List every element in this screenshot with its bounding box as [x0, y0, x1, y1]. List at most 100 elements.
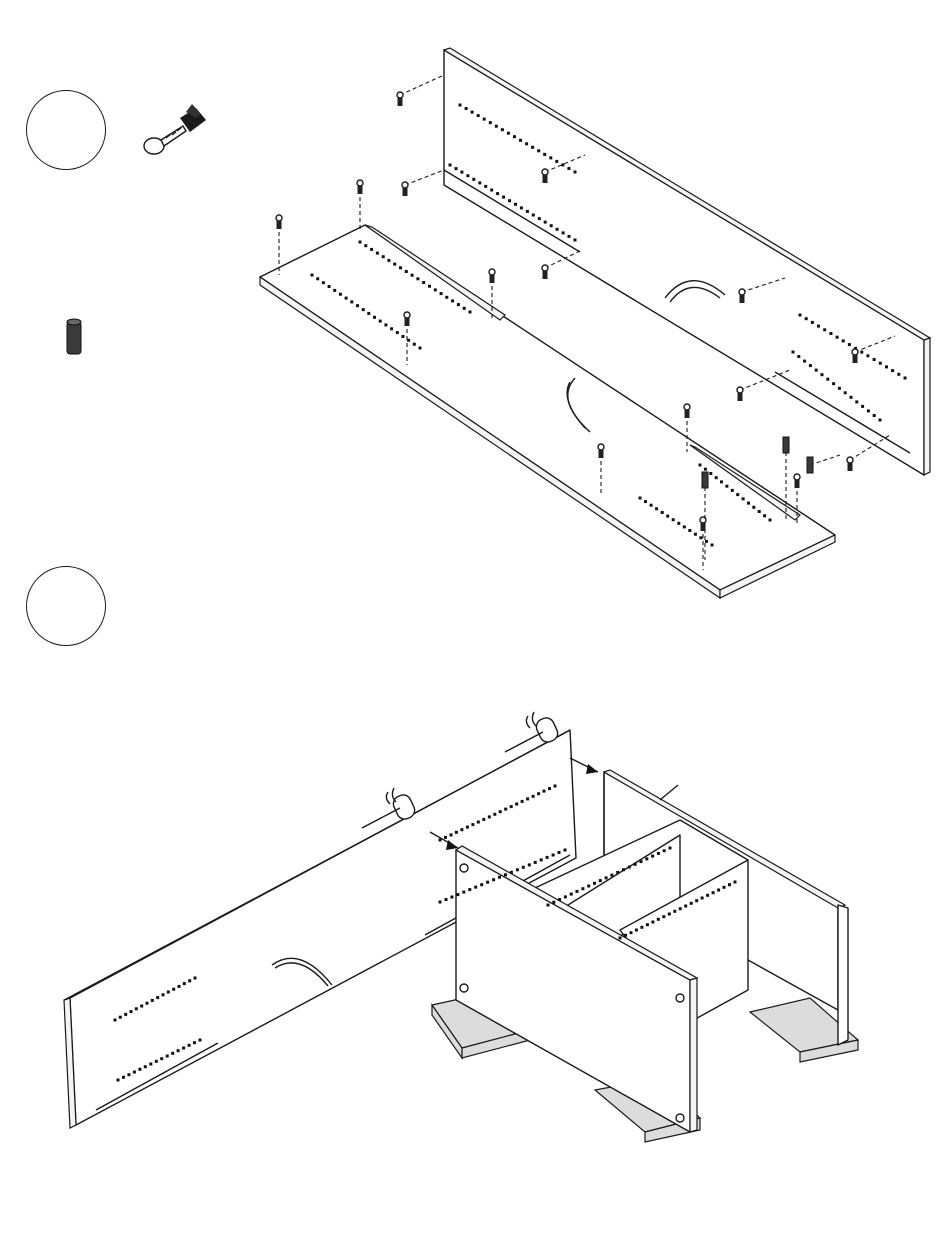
shelf-pin-hole — [534, 861, 537, 864]
shelf-pin-hole — [450, 896, 453, 899]
shelf-pin-hole — [177, 1049, 180, 1052]
shelf-pin-hole — [526, 797, 529, 800]
shelf-pin-hole — [599, 879, 602, 882]
shelf-pin-hole — [474, 886, 477, 889]
shelf-pin-hole — [193, 1041, 196, 1044]
shelf-pin-hole — [486, 881, 489, 884]
shelf-pin-hole — [532, 795, 535, 798]
shelf-pin-hole — [471, 823, 474, 826]
shelf-pin-hole — [444, 836, 447, 839]
shelf-pin-hole — [450, 833, 453, 836]
shelf-pin-hole — [616, 871, 619, 874]
shelf-pin-hole — [570, 893, 573, 896]
shelf-pin-hole — [645, 857, 648, 860]
shelf-pin-hole — [166, 1055, 169, 1058]
shelf-pin-hole — [183, 982, 186, 985]
shelf-pin-hole — [160, 1057, 163, 1060]
shelf-pin-hole — [662, 915, 665, 918]
shelf-pin-hole — [657, 852, 660, 855]
shelf-pin-hole — [564, 895, 567, 898]
shelf-pin-hole — [504, 808, 507, 811]
shelf-pin-hole — [540, 858, 543, 861]
shelf-pin-hole — [114, 1019, 117, 1022]
shelf-pin-hole — [122, 1076, 125, 1079]
shelf-pin-hole — [717, 889, 720, 892]
shelf-pin-hole — [576, 890, 579, 893]
shelf-pin-hole — [622, 868, 625, 871]
shelf-pin-hole — [462, 891, 465, 894]
shelf-pin-hole — [135, 1007, 138, 1010]
shelf-pin-hole — [146, 1002, 149, 1005]
shelf-pin-hole — [127, 1073, 130, 1076]
shelf-pin-hole — [635, 929, 638, 932]
shelf-pin-hole — [657, 918, 660, 921]
shelf-pin-hole — [199, 1039, 202, 1042]
shelf-pin-hole — [492, 878, 495, 881]
shelf-pin-hole — [554, 785, 557, 788]
shelf-pin-hole — [668, 913, 671, 916]
shelf-pin-hole — [548, 787, 551, 790]
shelf-pin-hole — [706, 894, 709, 897]
shelf-pin-hole — [488, 815, 491, 818]
shelf-pin-hole — [651, 921, 654, 924]
shelf-pin-hole — [130, 1010, 133, 1013]
shelf-pin-hole — [178, 985, 181, 988]
shelf-pin-hole — [628, 866, 631, 869]
shelf-pin-hole — [439, 901, 442, 904]
shelf-pin-hole — [468, 888, 471, 891]
shelf-pin-hole — [610, 874, 613, 877]
shelf-pin-hole — [521, 800, 524, 803]
shelf-pin-hole — [684, 905, 687, 908]
shelf-pin-hole — [482, 818, 485, 821]
shelf-pin-hole — [171, 1052, 174, 1055]
shelf-pin-hole — [515, 803, 518, 806]
shelf-pin-hole — [477, 821, 480, 824]
shelf-pin-hole — [679, 907, 682, 910]
shelf-pin-hole — [587, 885, 590, 888]
shelf-pin-hole — [156, 996, 159, 999]
shelf-pin-hole — [537, 792, 540, 795]
shelf-pin-hole — [162, 993, 165, 996]
shelf-pin-hole — [172, 988, 175, 991]
shelf-pin-hole — [695, 899, 698, 902]
shelf-pin-hole — [133, 1071, 136, 1074]
shelf-pin-hole — [734, 881, 737, 884]
shelf-pin-hole — [124, 1013, 127, 1016]
shelf-pin-hole — [546, 856, 549, 859]
shelf-pin-hole — [624, 934, 627, 937]
shelf-pin-hole — [690, 902, 693, 905]
shelf-pin-hole — [669, 847, 672, 850]
shelf-pin-hole — [155, 1060, 158, 1063]
shelf-pin-hole — [619, 937, 622, 940]
shelf-pin-hole — [455, 831, 458, 834]
shelf-pin-hole — [460, 828, 463, 831]
shelf-pin-hole — [480, 883, 483, 886]
shelf-pin-hole — [581, 887, 584, 890]
shelf-pin-hole — [149, 1063, 152, 1066]
shelf-pin-hole — [516, 868, 519, 871]
shelf-pin-hole — [605, 876, 608, 879]
shelf-pin-hole — [138, 1068, 141, 1071]
shelf-pin-hole — [504, 873, 507, 876]
shelf-pin-hole — [144, 1065, 147, 1068]
shelf-pin-hole — [640, 860, 643, 863]
shelf-pin-hole — [640, 926, 643, 929]
shelf-pin-hole — [673, 910, 676, 913]
shelf-pin-hole — [552, 854, 555, 857]
shelf-pin-hole — [445, 898, 448, 901]
shelf-pin-hole — [558, 851, 561, 854]
shelf-pin-hole — [510, 805, 513, 808]
shelf-pin-hole — [510, 871, 513, 874]
shelf-pin-hole — [558, 898, 561, 901]
shelf-pin-hole — [117, 1079, 120, 1082]
shelf-pin-hole — [552, 901, 555, 904]
shelf-pin-hole — [564, 849, 567, 852]
shelf-pin-hole — [151, 999, 154, 1002]
shelf-pin-hole — [728, 883, 731, 886]
shelf-pin-hole — [528, 863, 531, 866]
shelf-pin-hole — [646, 923, 649, 926]
shelf-pin-hole — [630, 931, 633, 934]
shelf-pin-hole — [543, 790, 546, 793]
shelf-pin-hole — [182, 1047, 185, 1050]
